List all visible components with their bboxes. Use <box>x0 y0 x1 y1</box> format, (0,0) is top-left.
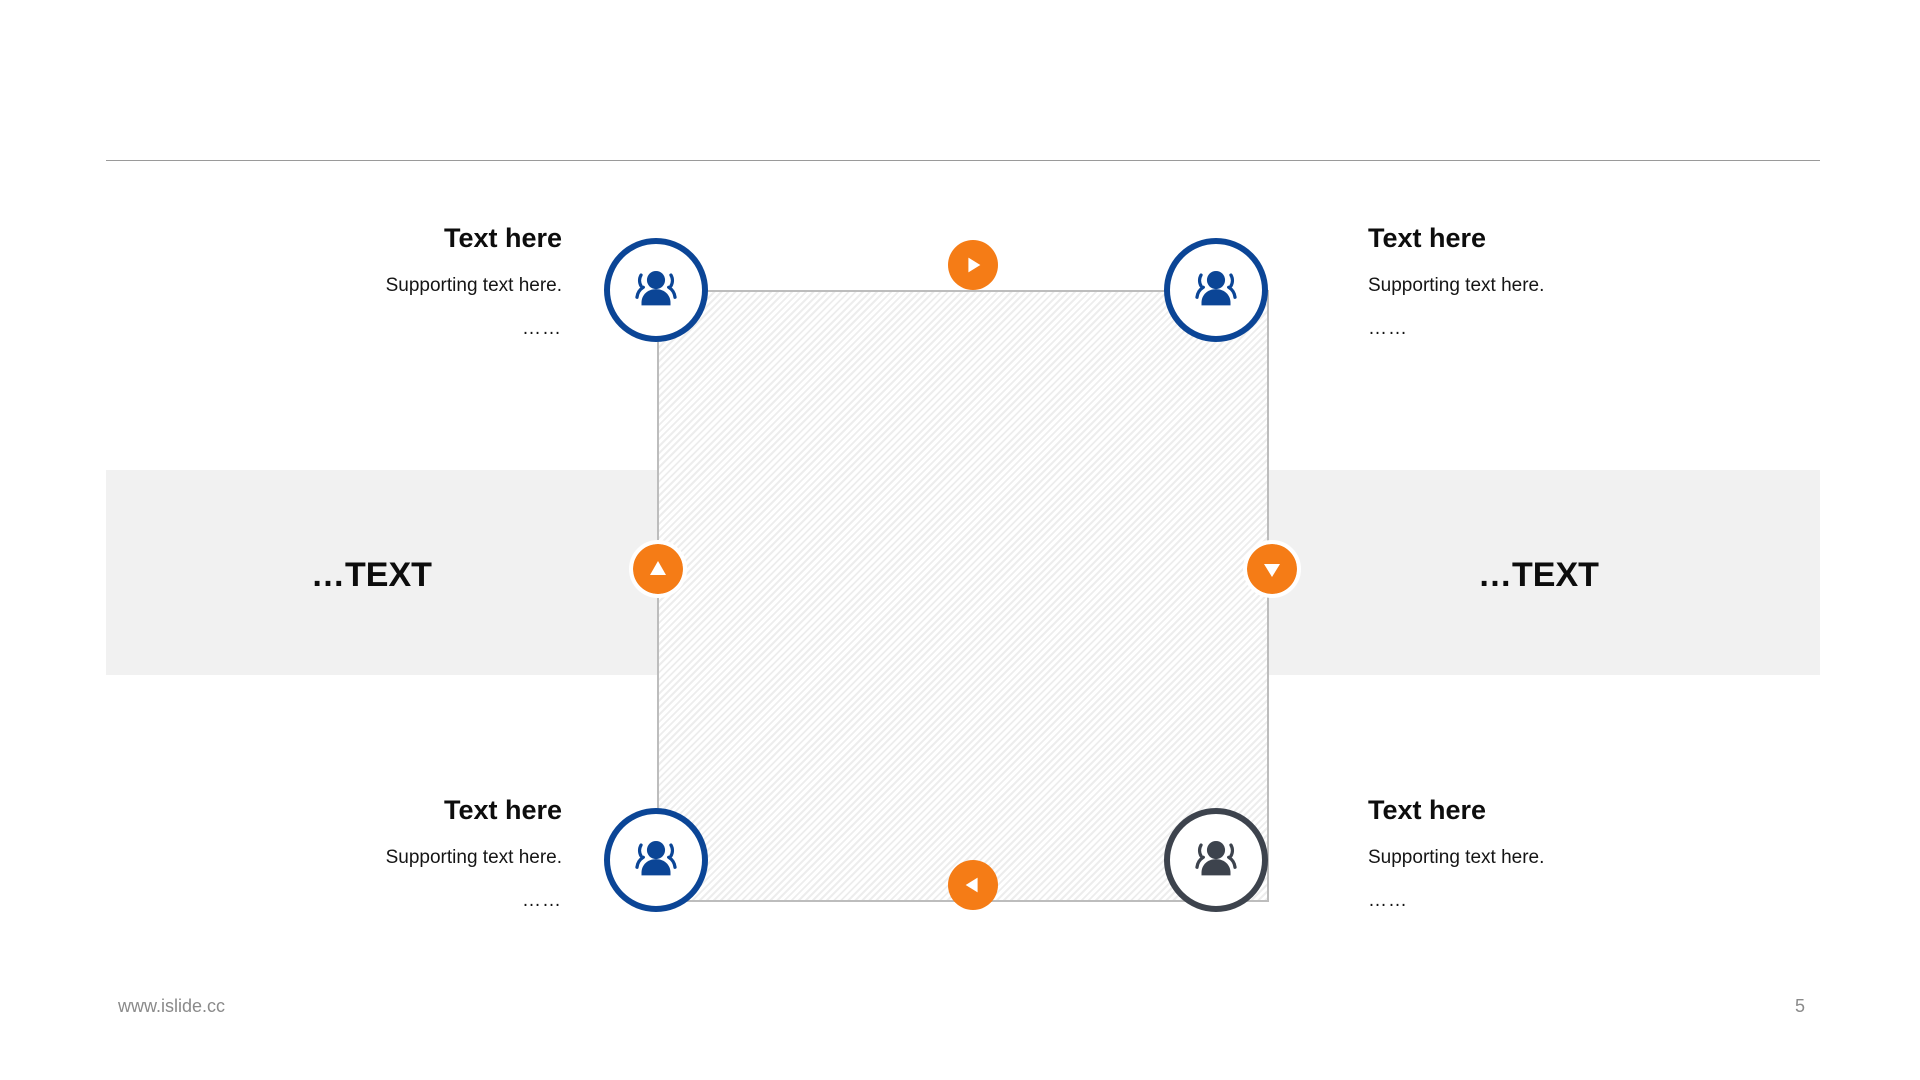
side-label-right: …TEXT <box>1478 556 1599 594</box>
page-number-label: 5 <box>1795 996 1806 1016</box>
text-block-dots: …… <box>522 318 562 340</box>
text-block-dots: …… <box>1368 890 1408 912</box>
arrow-right-icon[interactable] <box>948 240 998 290</box>
node-bottom-left[interactable] <box>604 808 708 912</box>
header-divider <box>106 160 1820 161</box>
text-block-support: Supporting text here. <box>385 847 562 869</box>
people-icon <box>1187 261 1245 319</box>
text-block-title: Text here <box>1368 223 1487 253</box>
text-block-title: Text here <box>443 795 562 825</box>
arrow-up-icon[interactable] <box>629 540 687 598</box>
people-icon <box>627 831 685 889</box>
text-block-dots: …… <box>1368 318 1408 340</box>
text-block-top-left: Text here Supporting text here. …… <box>232 222 562 340</box>
text-block-dots: …… <box>522 890 562 912</box>
text-block-bottom-left: Text here Supporting text here. …… <box>232 794 562 912</box>
text-block-support: Supporting text here. <box>385 275 562 297</box>
text-block-title: Text here <box>443 223 562 253</box>
node-top-right[interactable] <box>1164 238 1268 342</box>
text-block-top-right: Text here Supporting text here. …… <box>1368 222 1698 340</box>
text-block-bottom-right: Text here Supporting text here. …… <box>1368 794 1698 912</box>
arrow-left-icon[interactable] <box>948 860 998 910</box>
footer-url[interactable]: www.islide.cc <box>118 996 226 1016</box>
text-block-title: Text here <box>1368 795 1487 825</box>
side-label-left: …TEXT <box>311 556 432 594</box>
people-icon <box>627 261 685 319</box>
text-block-support: Supporting text here. <box>1368 847 1545 869</box>
center-hatched-square <box>657 290 1269 902</box>
people-icon <box>1187 831 1245 889</box>
text-block-support: Supporting text here. <box>1368 275 1545 297</box>
node-bottom-right[interactable] <box>1164 808 1268 912</box>
arrow-down-icon[interactable] <box>1243 540 1301 598</box>
node-top-left[interactable] <box>604 238 708 342</box>
